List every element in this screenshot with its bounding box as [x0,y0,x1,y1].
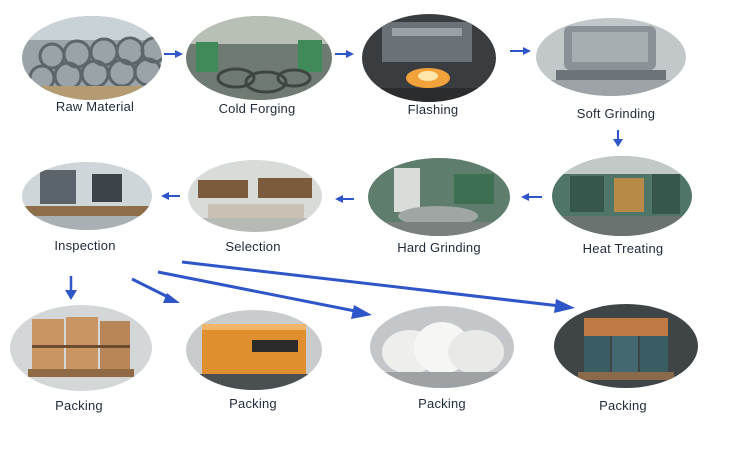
arrow-raw-to-forging [164,50,183,58]
step-label-heat-treating: Heat Treating [582,241,664,256]
arrow-hard-grinding-to-selection [335,195,354,203]
selection-photo [188,160,322,232]
step-label-flashing: Flashing [407,102,459,117]
packing-photo-2 [186,310,322,390]
arrow-forging-to-flashing [335,50,354,58]
step-label-packing-3: Packing [418,396,466,411]
arrow-heat-to-hard-grinding [521,193,542,201]
inspection-photo [22,162,152,230]
flashing-photo [362,14,496,102]
step-label-inspection: Inspection [54,238,116,253]
step-label-cold-forging: Cold Forging [218,101,296,116]
soft-grinding-photo [536,18,686,96]
arrow-flashing-to-soft-grinding [510,47,531,55]
step-label-packing-4: Packing [599,398,647,413]
step-label-hard-grinding: Hard Grinding [397,240,481,255]
cold-forging-photo [186,16,332,100]
hard-grinding-photo [368,158,510,236]
arrow-soft-grinding-down [613,130,623,147]
step-label-selection: Selection [225,239,281,254]
packing-photo-4 [554,304,698,388]
step-label-packing-2: Packing [229,396,277,411]
step-label-soft-grinding: Soft Grinding [576,106,656,121]
arrow-selection-to-inspection [161,192,180,200]
packing-photo-3 [370,306,514,388]
raw-material-photo [22,16,162,100]
packing-photo-1 [10,305,152,391]
step-label-raw-material: Raw Material [55,99,135,114]
step-label-packing-1: Packing [55,398,103,413]
heat-treating-photo [552,156,692,236]
